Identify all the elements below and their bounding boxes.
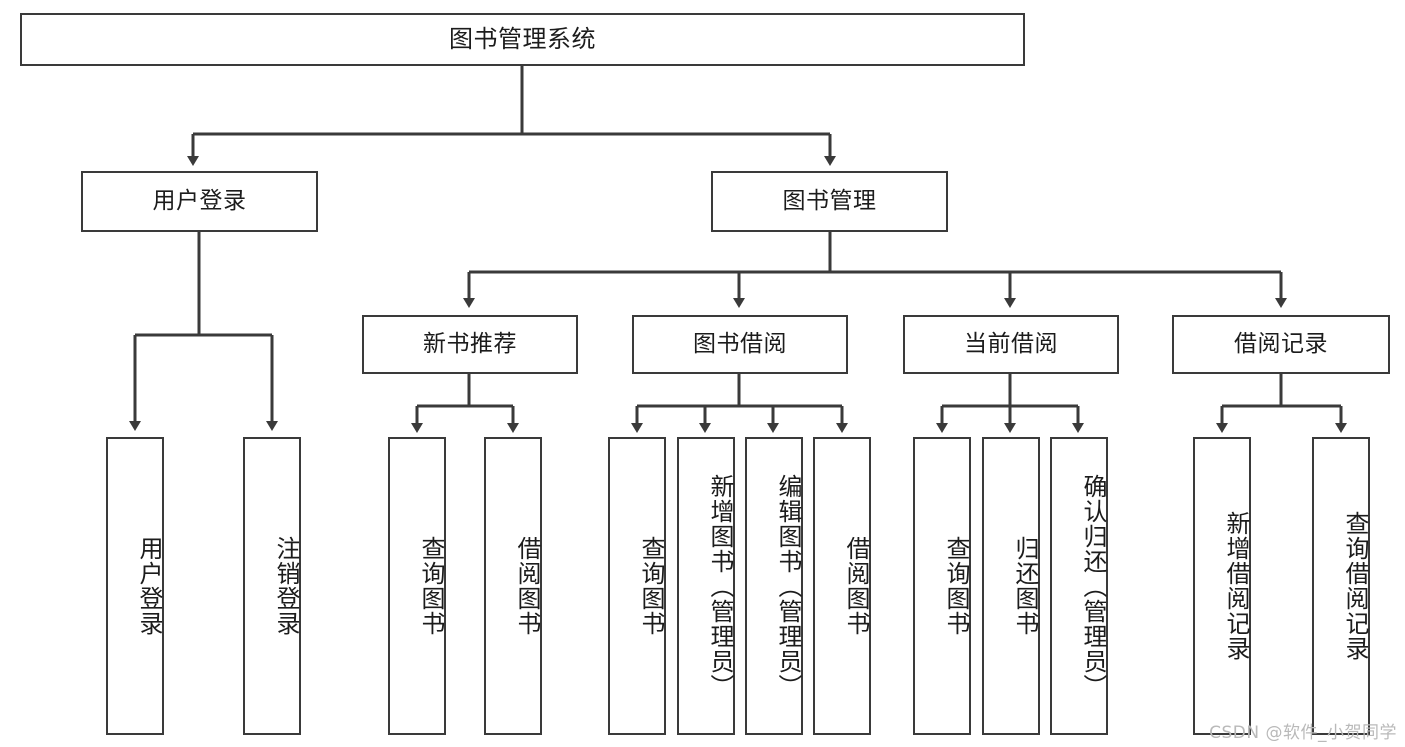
node-leaf-user-logout[interactable]: 注销登录 xyxy=(243,437,301,735)
node-leaf-borrow-book-2-label: 借阅图书 xyxy=(842,536,870,636)
node-leaf-query-book-3-label: 查询图书 xyxy=(942,536,970,636)
node-leaf-query-book-1-label: 查询图书 xyxy=(417,536,445,636)
node-new-book-rec-label: 新书推荐 xyxy=(423,330,517,357)
node-leaf-user-logout-label: 注销登录 xyxy=(272,536,300,636)
node-leaf-borrow-book-2[interactable]: 借阅图书 xyxy=(813,437,871,735)
node-leaf-query-book-2[interactable]: 查询图书 xyxy=(608,437,666,735)
node-current-borrow[interactable]: 当前借阅 xyxy=(903,315,1119,374)
node-book-manage-label: 图书管理 xyxy=(782,187,877,214)
node-leaf-add-record-label: 新增借阅记录 xyxy=(1222,511,1250,661)
node-borrow-record[interactable]: 借阅记录 xyxy=(1172,315,1390,374)
watermark: CSDN @软件_小贺同学 xyxy=(1209,723,1397,743)
node-leaf-edit-book-label: 编辑图书（管理员） xyxy=(774,473,802,699)
node-leaf-query-book-2-label: 查询图书 xyxy=(637,536,665,636)
node-leaf-return-book-label: 归还图书 xyxy=(1011,536,1039,636)
node-leaf-borrow-book-1[interactable]: 借阅图书 xyxy=(484,437,542,735)
node-borrow-record-label: 借阅记录 xyxy=(1234,330,1328,357)
node-root[interactable]: 图书管理系统 xyxy=(20,13,1025,66)
node-leaf-query-book-1[interactable]: 查询图书 xyxy=(388,437,446,735)
node-leaf-user-login[interactable]: 用户登录 xyxy=(106,437,164,735)
node-book-manage[interactable]: 图书管理 xyxy=(711,171,948,232)
node-user-login[interactable]: 用户登录 xyxy=(81,171,318,232)
node-leaf-confirm-return-label: 确认归还（管理员） xyxy=(1079,473,1107,699)
node-leaf-return-book[interactable]: 归还图书 xyxy=(982,437,1040,735)
node-leaf-edit-book[interactable]: 编辑图书（管理员） xyxy=(745,437,803,735)
node-book-borrow[interactable]: 图书借阅 xyxy=(632,315,848,374)
node-leaf-borrow-book-1-label: 借阅图书 xyxy=(513,536,541,636)
node-leaf-confirm-return[interactable]: 确认归还（管理员） xyxy=(1050,437,1108,735)
node-leaf-add-record[interactable]: 新增借阅记录 xyxy=(1193,437,1251,735)
node-leaf-query-record[interactable]: 查询借阅记录 xyxy=(1312,437,1370,735)
node-leaf-query-record-label: 查询借阅记录 xyxy=(1341,511,1369,661)
node-leaf-add-book[interactable]: 新增图书（管理员） xyxy=(677,437,735,735)
node-leaf-add-book-label: 新增图书（管理员） xyxy=(706,473,734,699)
node-leaf-query-book-3[interactable]: 查询图书 xyxy=(913,437,971,735)
node-root-label: 图书管理系统 xyxy=(449,25,596,54)
node-new-book-rec[interactable]: 新书推荐 xyxy=(362,315,578,374)
node-leaf-user-login-label: 用户登录 xyxy=(135,536,163,636)
node-book-borrow-label: 图书借阅 xyxy=(693,330,787,357)
node-user-login-label: 用户登录 xyxy=(152,187,247,214)
node-current-borrow-label: 当前借阅 xyxy=(964,330,1058,357)
